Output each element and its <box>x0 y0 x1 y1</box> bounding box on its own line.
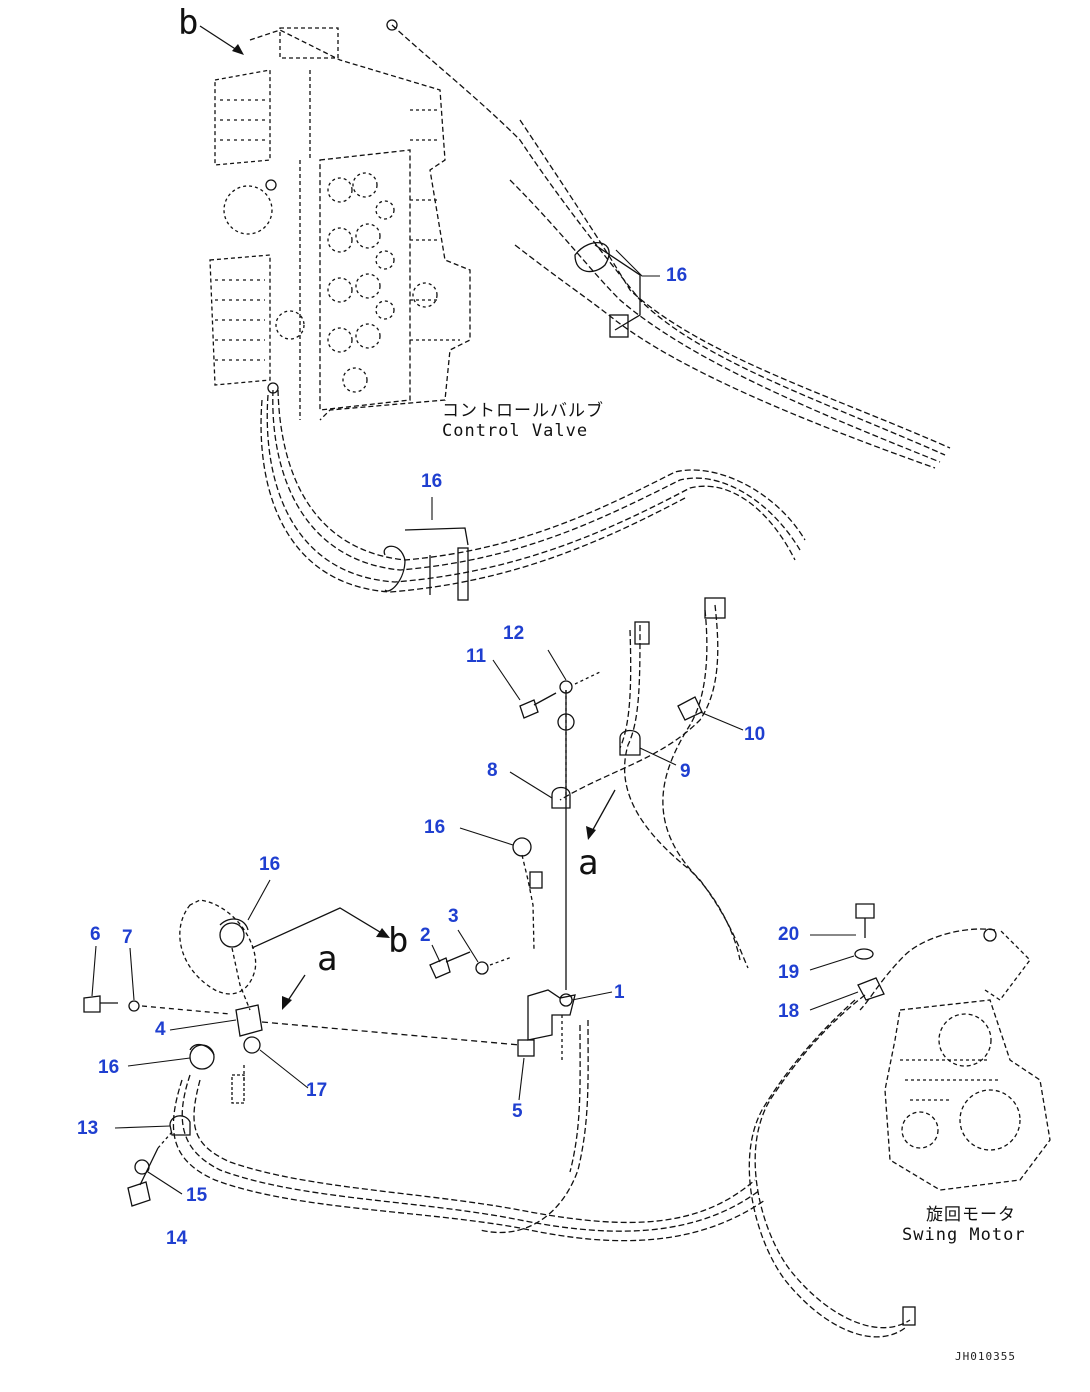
callout-7: 7 <box>122 927 133 948</box>
callout-8: 8 <box>487 760 498 781</box>
callout-17: 17 <box>306 1080 328 1101</box>
callout-6: 6 <box>90 924 101 945</box>
callout-14: 14 <box>166 1228 188 1249</box>
callout-15: 15 <box>186 1185 208 1206</box>
callout-18: 18 <box>778 1001 800 1022</box>
callout-13: 13 <box>77 1118 99 1139</box>
swing-motor-drawing <box>884 928 1051 1191</box>
view-letter-a-left: a <box>317 939 338 979</box>
callout-4: 4 <box>155 1019 166 1040</box>
callout-9: 9 <box>680 761 691 782</box>
drawing-code: JH010355 <box>955 1350 1016 1363</box>
lower-hose-bundle <box>260 389 806 593</box>
control-valve-label: コントロールバルブ Control Valve <box>442 401 604 441</box>
view-letter-a: a <box>578 843 599 883</box>
callout-20: 20 <box>778 924 800 945</box>
callout-12: 12 <box>503 623 525 644</box>
callout-16-left-top: 16 <box>259 854 281 875</box>
callout-1: 1 <box>614 982 625 1003</box>
swing-motor-label-en: Swing Motor <box>902 1224 1026 1245</box>
upper-hose-bundle <box>391 24 951 469</box>
callout-2: 2 <box>420 925 431 946</box>
callout-16-clamp-row: 16 <box>421 471 443 492</box>
callout-16-middle: 16 <box>424 817 446 838</box>
control-valve-label-en: Control Valve <box>442 420 589 441</box>
callout-10: 10 <box>744 724 766 745</box>
control-valve-drawing <box>209 19 471 421</box>
callout-5: 5 <box>512 1101 523 1122</box>
callout-11: 11 <box>466 646 487 667</box>
callout-19: 19 <box>778 962 800 983</box>
callout-3: 3 <box>448 906 459 927</box>
callout-16-upper: 16 <box>666 265 688 286</box>
callout-16-left-bottom: 16 <box>98 1057 120 1078</box>
view-letter-b: b <box>178 3 199 43</box>
swing-motor-label: 旋回モータ Swing Motor <box>902 1205 1026 1245</box>
control-valve-label-jp: コントロールバルブ <box>442 401 604 421</box>
swing-motor-label-jp: 旋回モータ <box>926 1205 1016 1225</box>
view-letter-b-left: b <box>388 921 409 961</box>
